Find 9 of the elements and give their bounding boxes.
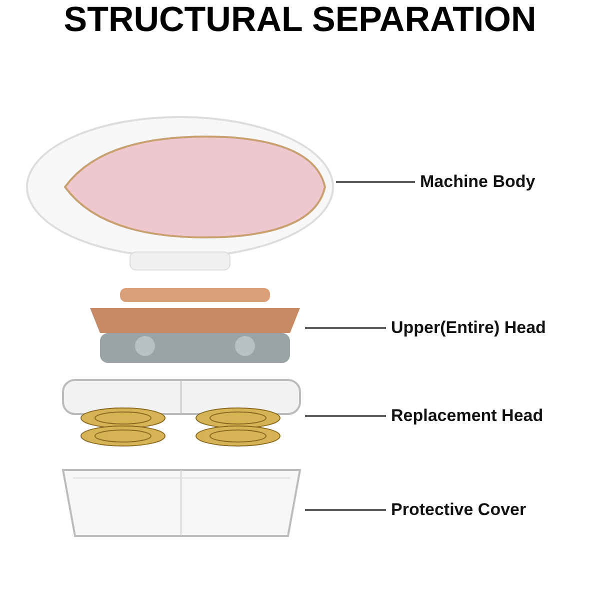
part-label: Protective Cover [391, 498, 526, 522]
part-label: Machine Body [420, 170, 536, 194]
leader-line [305, 415, 386, 417]
part-label: Replacement Head [391, 404, 544, 428]
leader-line [305, 327, 386, 329]
leader-line [336, 181, 415, 183]
title: STRUCTURAL SEPARATION [62, 0, 538, 40]
leader-line [305, 509, 386, 511]
part-label: Upper(Entire) Head [391, 316, 546, 340]
